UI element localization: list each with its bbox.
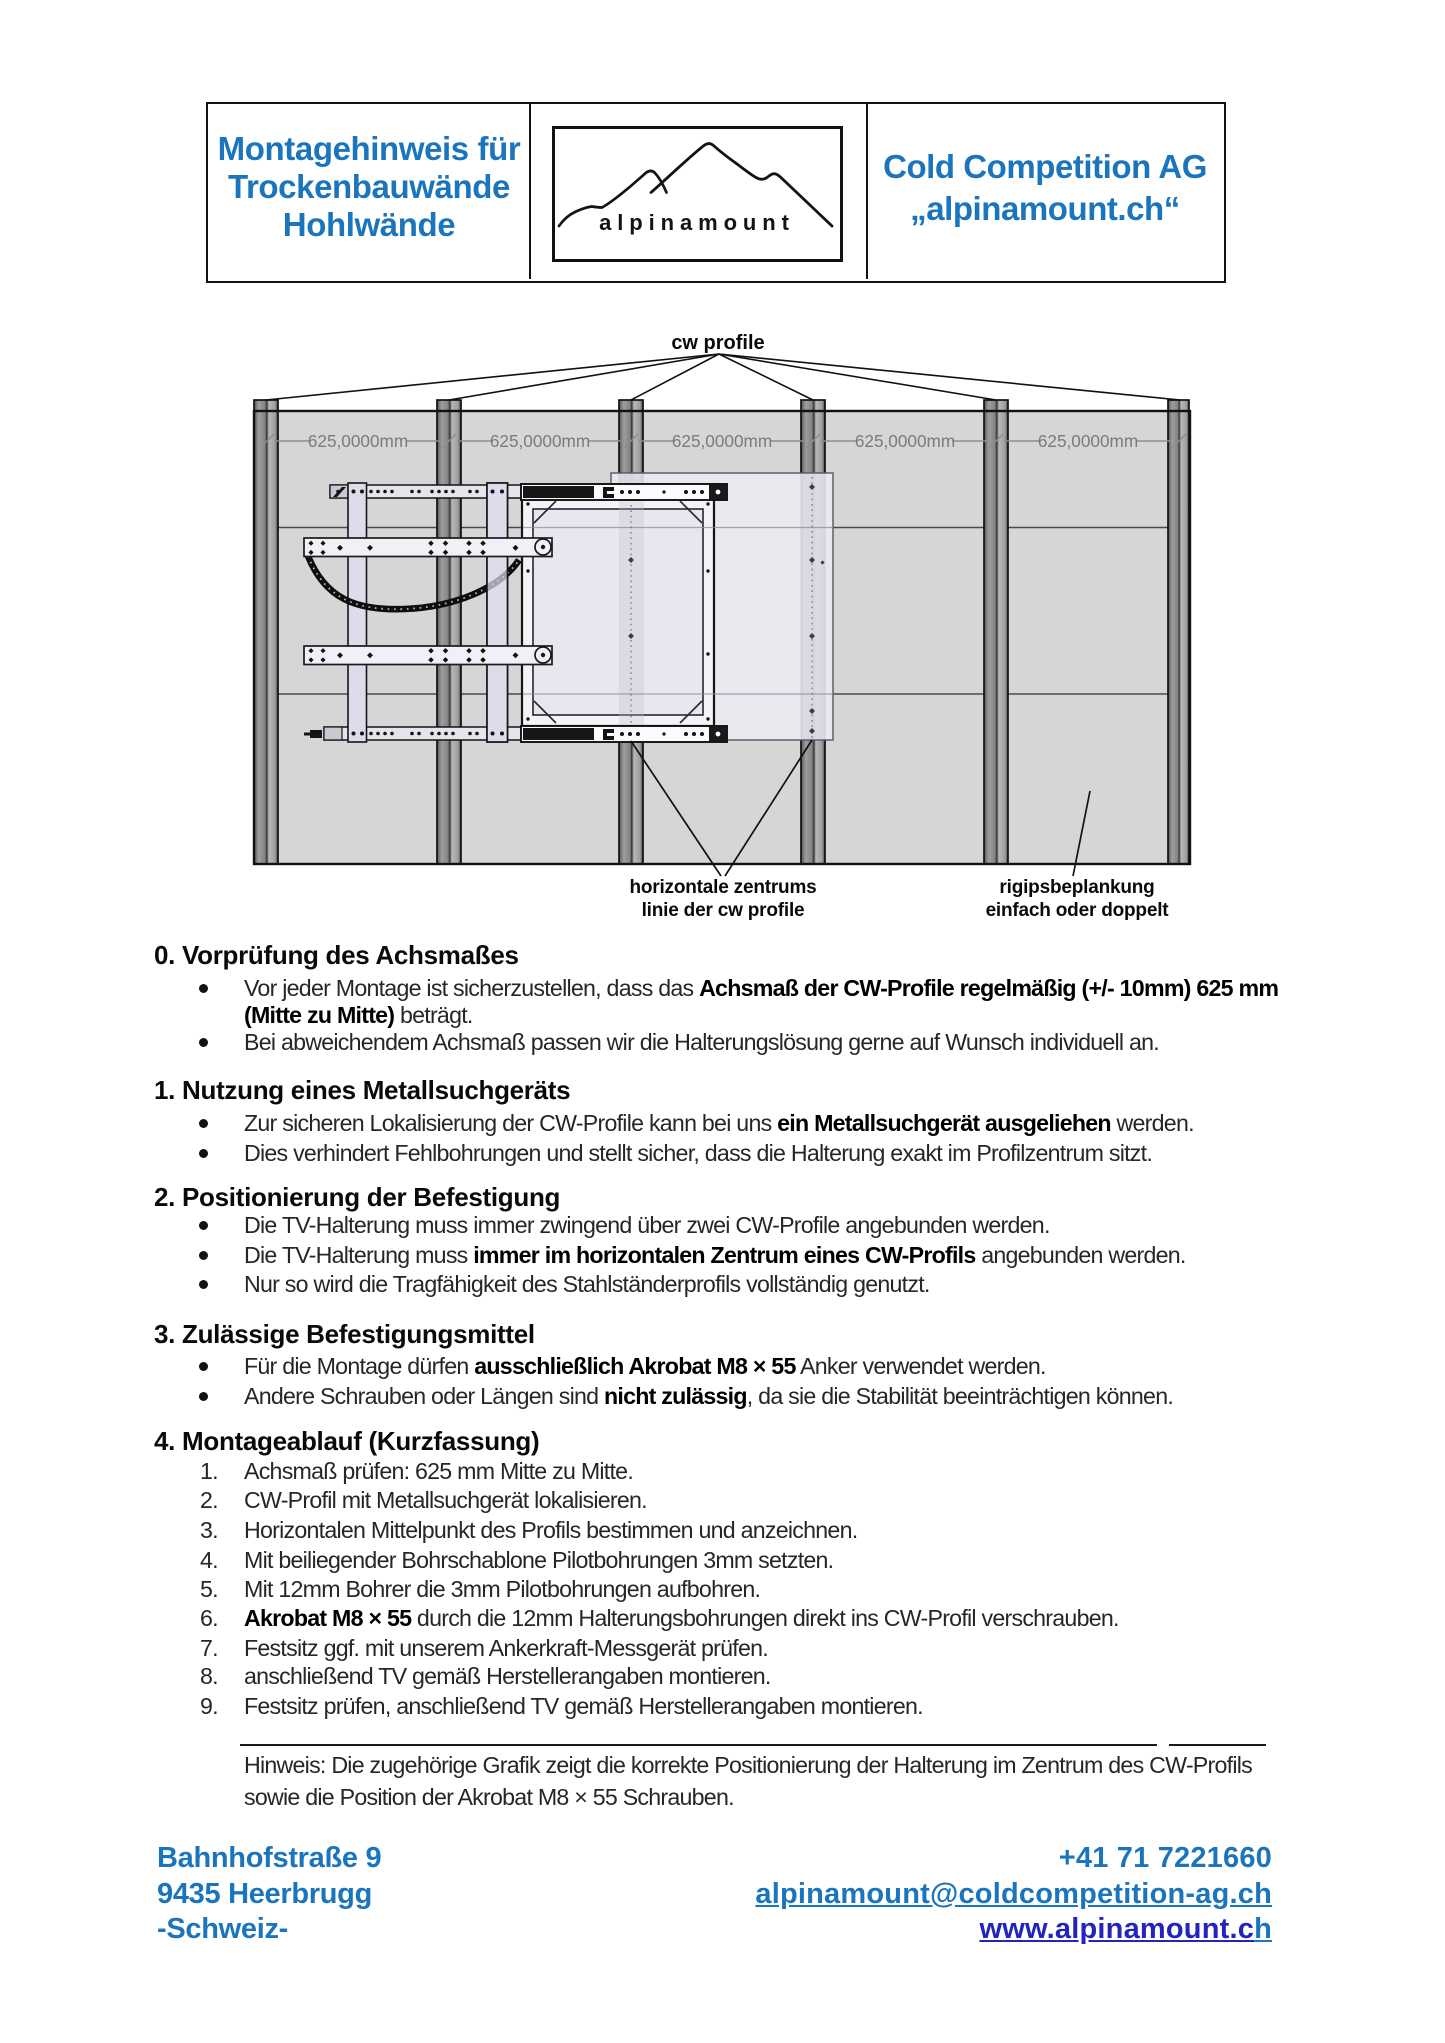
- svg-text:horizontale zentrums: horizontale zentrums: [629, 877, 816, 898]
- svg-text:rigipsbeplankung: rigipsbeplankung: [999, 877, 1154, 898]
- svg-text:einfach oder doppelt: einfach oder doppelt: [986, 900, 1170, 921]
- svg-text:linie der cw profile: linie der cw profile: [642, 900, 805, 921]
- svg-text:625,0000mm: 625,0000mm: [855, 431, 955, 451]
- svg-text:625,0000mm: 625,0000mm: [308, 431, 408, 451]
- svg-text:cw profile: cw profile: [671, 332, 764, 354]
- svg-text:625,0000mm: 625,0000mm: [490, 431, 590, 451]
- svg-text:625,0000mm: 625,0000mm: [672, 431, 772, 451]
- svg-text:625,0000mm: 625,0000mm: [1038, 431, 1138, 451]
- svg-text:alpinamount: alpinamount: [599, 210, 795, 235]
